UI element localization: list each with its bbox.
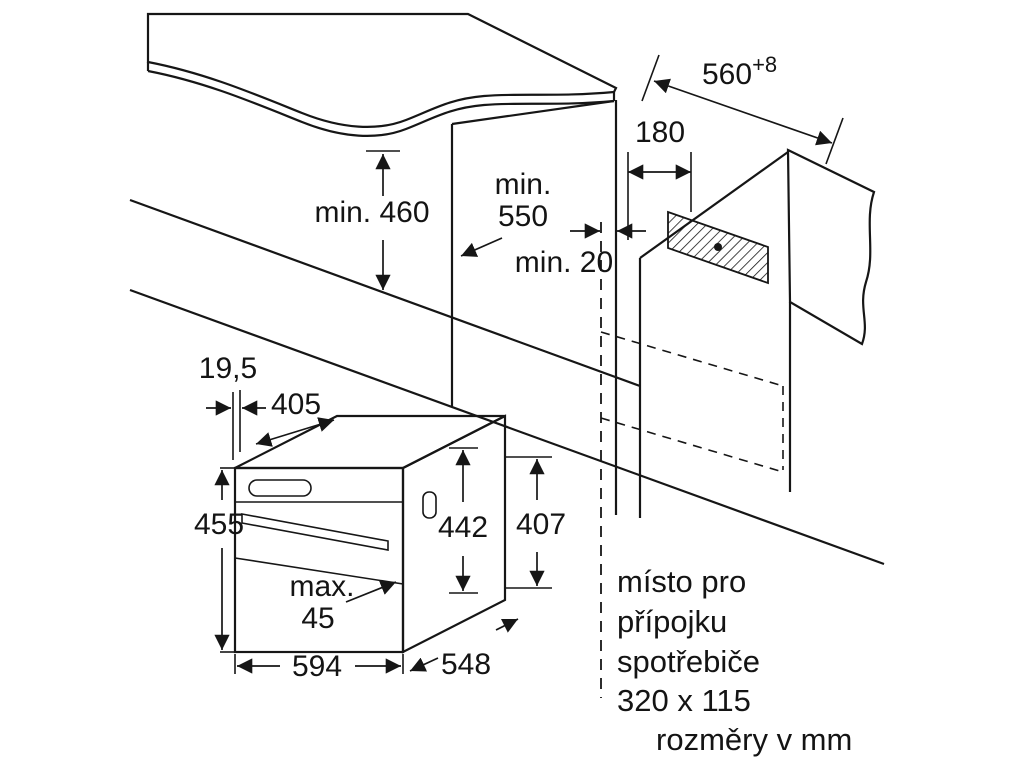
dim-180-label: 180	[635, 116, 685, 149]
room-floor-line	[129, 288, 885, 566]
dim-407: 407	[506, 456, 566, 589]
dim-min550-label-2: 550	[498, 200, 548, 233]
dim-max45-label-2: 45	[301, 602, 334, 635]
dim-548-label: 548	[441, 648, 491, 681]
connection-note-line-3: spotřebiče	[617, 644, 760, 679]
dim-180: 180	[627, 116, 692, 240]
countertop-thickness-wave	[147, 69, 615, 137]
niche-floor-line	[129, 198, 641, 388]
dim-560-label: 560+8	[702, 52, 777, 91]
base-cabinet-niche	[450, 99, 618, 515]
dim-442-label: 442	[438, 511, 488, 544]
tall-cabinet	[638, 151, 792, 518]
dim-560: 560+8	[641, 52, 844, 165]
floor-lines	[129, 198, 885, 566]
oven-front-face	[233, 466, 405, 654]
dim-405-line	[255, 417, 335, 447]
dim-max45-label-1: max.	[289, 570, 354, 603]
units-note: rozměry v mm	[656, 722, 852, 757]
oven-top-face	[234, 414, 506, 470]
dim-455: 455	[194, 467, 244, 653]
oven-handle-bar	[241, 513, 389, 551]
connection-point-dot	[714, 243, 722, 251]
dim-548-line-right	[495, 618, 519, 633]
dim-min550: min. 550	[460, 168, 552, 257]
oven-control-display	[248, 479, 312, 497]
connection-note-line-2: přípojku	[617, 604, 727, 639]
connection-note-line-1: místo pro	[617, 564, 746, 599]
oven-open-door-edge	[234, 557, 404, 585]
countertop-top-face	[146, 12, 618, 128]
dim-min550-label-1: min.	[495, 168, 552, 201]
hidden-niche-top	[600, 331, 784, 387]
tall-cabinet-top-edge	[639, 151, 789, 259]
countertop	[146, 12, 618, 137]
dim-min550-leader	[460, 237, 503, 257]
dim-min460: min. 460	[314, 150, 430, 290]
hidden-niche-bottom	[600, 417, 784, 473]
dim-407-label: 407	[516, 508, 566, 541]
dim-560-ext-left	[641, 54, 660, 102]
dim-195-label: 19,5	[199, 352, 257, 385]
oven-side-vent	[422, 491, 437, 519]
connection-area	[667, 210, 769, 285]
dim-548-line-left	[409, 657, 439, 672]
dim-min460-label: min. 460	[314, 196, 429, 229]
dim-max45: max. 45	[289, 570, 397, 635]
dim-560-line	[653, 78, 833, 146]
wall-torn-panel	[786, 148, 876, 346]
dim-405-label: 405	[271, 388, 321, 421]
dim-min20: min. 20	[515, 223, 646, 279]
dim-594: 594	[234, 650, 404, 683]
connection-note: místo pro přípojku spotřebiče 320 x 115	[617, 564, 760, 718]
dim-max45-leader	[345, 580, 397, 603]
hidden-niche-dashed	[600, 222, 784, 698]
oven	[233, 414, 507, 654]
dim-548: 548	[409, 618, 519, 681]
dim-min20-label: min. 20	[515, 246, 613, 279]
wall-section	[786, 148, 876, 346]
dim-405: 405	[255, 388, 335, 447]
dim-594-label: 594	[292, 650, 342, 683]
niche-ceiling-edge	[451, 99, 615, 126]
dim-442: 442	[438, 447, 488, 594]
connection-note-line-4: 320 x 115	[617, 683, 751, 718]
dim-195: 19,5	[199, 352, 266, 460]
dim-455-label: 455	[194, 508, 244, 541]
dim-560-ext-right	[825, 117, 844, 165]
